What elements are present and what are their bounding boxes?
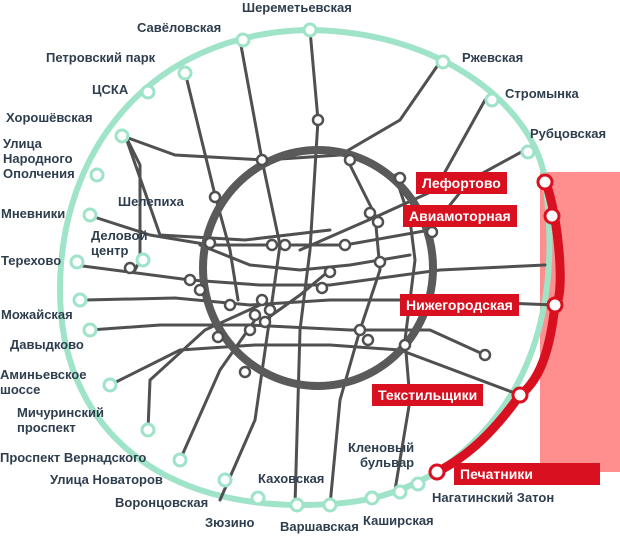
station-delovoy-tsentr: Деловой центр <box>91 228 148 258</box>
station-klenovy-bulvar: Кленовый бульвар <box>348 440 415 470</box>
station-shelepikha: Шелепиха <box>118 194 184 209</box>
highlight-lefortovo: Лефортово <box>416 172 507 194</box>
highlight-nizhegorodskaya: Нижегородская <box>400 294 519 316</box>
station-nagatinsky-zaton: Нагатинский Затон <box>432 490 555 505</box>
station-cska: ЦСКА <box>92 82 129 97</box>
highlight-pechatniki: Печатники <box>454 463 600 485</box>
station-rzhevskaya: Ржевская <box>462 50 524 65</box>
station-davydkovo: Давыдково <box>10 337 84 352</box>
station-stromynka: Стромынка <box>505 86 579 101</box>
station-zyuzino: Зюзино <box>205 515 255 530</box>
station-terekhovo: Терехово <box>1 253 62 268</box>
station-aminyevskoe: Аминьевское шоссе <box>0 367 87 397</box>
ring-stations <box>69 22 536 513</box>
highlight-tekstilshchiki: Текстильщики <box>372 384 484 406</box>
station-petrovsky-park: Петровский парк <box>46 50 156 65</box>
station-kakhovskaya: Каховская <box>258 471 325 486</box>
station-khoroshevskaya: Хорошёвская <box>6 110 93 125</box>
station-novatorov: Улица Новаторов <box>50 472 163 487</box>
station-narodnogo-opolcheniya: Улица Народного Ополчения <box>3 136 75 181</box>
station-savelovskaya: Савёловская <box>137 20 222 35</box>
highlighted-line <box>432 175 565 477</box>
big-ring-line <box>56 26 553 509</box>
station-kashirskaya: Каширская <box>363 513 434 528</box>
station-vorontsovskaya: Воронцовская <box>115 495 209 510</box>
interchange-stations <box>123 113 492 379</box>
station-michurinsky: Мичуринский проспект <box>17 405 104 435</box>
station-sheremetyevskaya: Шереметьевская <box>242 0 352 15</box>
inner-circle-line <box>199 146 437 390</box>
highlight-aviamotornaya: Авиамоторная <box>403 205 517 227</box>
station-mozhayskaya: Можайская <box>1 307 73 322</box>
station-varshavskaya: Варшавская <box>280 519 359 534</box>
station-vernadskogo: Проспект Вернадского <box>0 450 147 465</box>
station-mnevniki: Мневники <box>1 206 66 221</box>
station-rubtsovskaya: Рубцовская <box>530 126 607 141</box>
highlighted-stations <box>428 173 564 481</box>
